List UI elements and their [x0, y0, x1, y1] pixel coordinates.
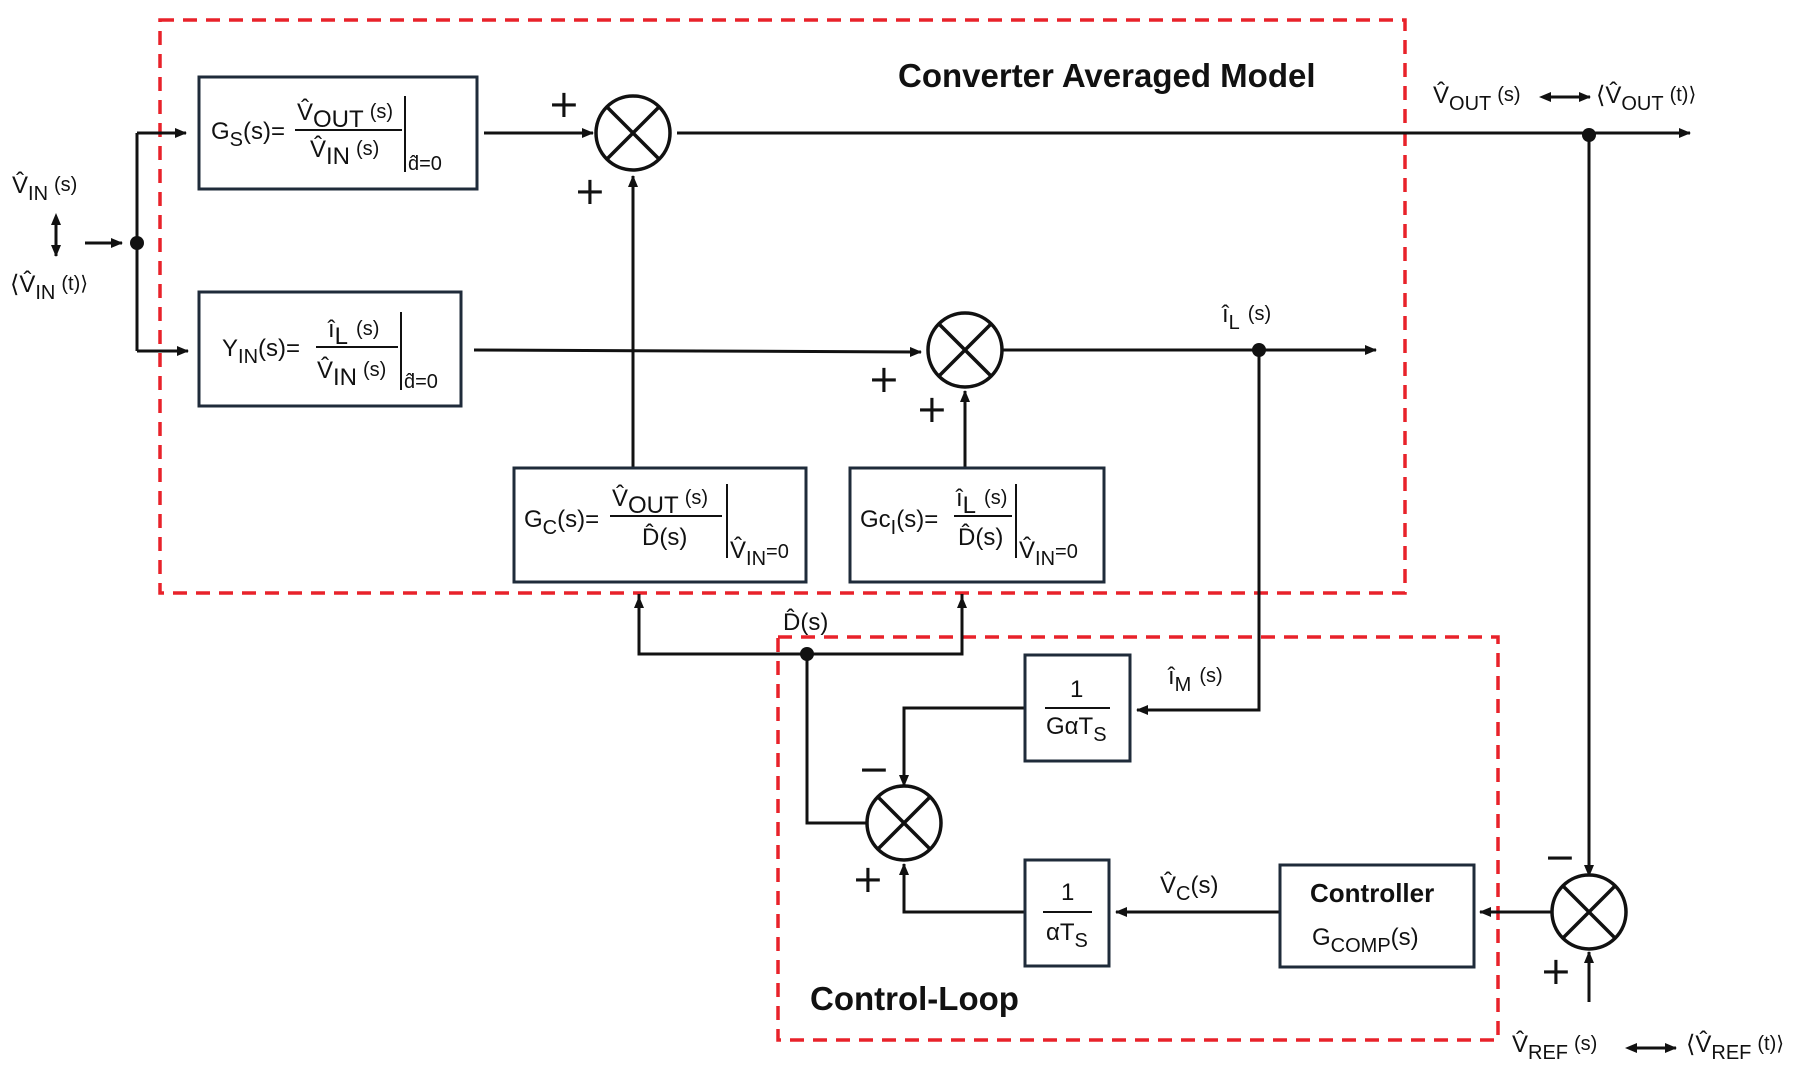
control-loop-region	[776, 635, 1500, 1042]
yin-lhs: Y	[222, 335, 238, 362]
converter-model-title: Converter Averaged Model	[898, 57, 1316, 94]
vref-avg-label: ⟨V̂REF(t)⟩	[1686, 1030, 1784, 1064]
gc-condition: V̂IN=0	[730, 536, 789, 570]
vin-label: V̂IN(s)	[12, 171, 77, 205]
im-feedback-wire	[1136, 350, 1261, 715]
at-gain-block: 1 αTS	[1023, 858, 1111, 968]
svg-text:YIN(s)=: YIN(s)=	[222, 335, 300, 368]
gci-condition: V̂IN=0	[1019, 536, 1078, 570]
vc-label: V̂C(s)	[1160, 871, 1218, 905]
summing-junction-2	[926, 311, 1004, 389]
svg-text:îL(s): îL(s)	[327, 316, 379, 350]
d-to-sum3-wire	[805, 654, 866, 825]
sum3-minus-top: −	[858, 747, 890, 791]
converter-model-region	[158, 18, 1407, 595]
sum1-plus-bottom: +	[574, 169, 606, 213]
gat-gain-block: 1 GαTS	[1023, 653, 1132, 763]
svg-text:îL(s): îL(s)	[955, 485, 1007, 519]
gs-condition: d̂=0	[408, 153, 442, 175]
sum2-plus-bottom: +	[916, 387, 948, 431]
svg-text:GcI(s)=: GcI(s)=	[860, 506, 938, 539]
summing-junction-1	[594, 94, 672, 172]
controller-tf: GCOMP(s)	[1312, 924, 1419, 957]
control-loop-title: Control-Loop	[810, 980, 1019, 1017]
at-numerator: 1	[1061, 879, 1074, 906]
svg-text:GS(s)=: GS(s)=	[211, 118, 285, 151]
yin-transfer-block: YIN(s)= îL(s) V̂IN(s) d̂=0	[197, 290, 463, 408]
controller-title: Controller	[1310, 878, 1434, 908]
sum3-plus-bottom: +	[852, 857, 884, 901]
sum1-plus-left: +	[548, 82, 580, 126]
gat-denominator: GαTS	[1046, 713, 1107, 746]
gs-lhs: G	[211, 118, 230, 145]
summing-junction-3	[865, 784, 943, 862]
vout-label: V̂OUT(s)	[1433, 81, 1521, 115]
yin-denominator: V̂	[317, 356, 333, 384]
gci-numerator: î	[955, 485, 964, 512]
sum2-plus-left: +	[868, 357, 900, 401]
gci-transfer-block: GcI(s)= îL(s) D̂(s) V̂IN=0	[848, 466, 1106, 584]
d-label: D̂(s)	[783, 608, 828, 636]
svg-text:V̂IN(s): V̂IN(s)	[317, 356, 386, 391]
svg-text:V̂OUT(s): V̂OUT(s)	[612, 484, 708, 519]
gs-numerator: V̂	[297, 98, 313, 126]
gci-lhs: Gc	[860, 506, 891, 533]
svg-text:V̂OUT(s): V̂OUT(s)	[297, 98, 393, 133]
gci-denominator: D̂(s)	[958, 523, 1003, 551]
il-junction-dot	[1252, 343, 1266, 357]
vref-label: V̂REF(s)	[1512, 1030, 1597, 1064]
gc-lhs: G	[524, 506, 543, 533]
controller-block: Controller GCOMP(s)	[1278, 863, 1476, 969]
vout-avg-label: ⟨V̂OUT(t)⟩	[1596, 81, 1696, 115]
vin-avg-label: ⟨V̂IN(t)⟩	[10, 270, 88, 304]
svg-text:GC(s)=: GC(s)=	[524, 506, 599, 539]
gc-transfer-block: GC(s)= V̂OUT(s) D̂(s) V̂IN=0	[512, 466, 808, 584]
at-denominator: αTS	[1046, 919, 1088, 952]
yin-to-sum2-wire	[473, 346, 922, 357]
vout-junction-dot	[1582, 128, 1596, 142]
sum4-plus-bottom: +	[1540, 949, 1572, 993]
gs-transfer-block: GS(s)= V̂OUT(s) V̂IN(s) d̂=0	[197, 75, 479, 191]
summing-junction-4	[1550, 873, 1628, 951]
yin-numerator: î	[327, 316, 336, 343]
gc-numerator: V̂	[612, 484, 628, 512]
gs-denominator: V̂	[310, 135, 326, 163]
gc-denominator: D̂(s)	[642, 523, 687, 551]
vin-junction-dot	[130, 236, 144, 250]
gat-numerator: 1	[1070, 676, 1083, 703]
yin-condition: d̂=0	[404, 371, 438, 393]
sum4-minus-top: −	[1544, 835, 1576, 879]
im-label: îM(s)	[1167, 663, 1223, 696]
d-junction-dot	[800, 647, 814, 661]
svg-text:V̂IN(s): V̂IN(s)	[310, 135, 379, 170]
gat-to-sum3-wire	[899, 706, 1025, 787]
at-to-sum3-wire	[899, 863, 1025, 914]
il-label: îL(s)	[1221, 301, 1271, 334]
